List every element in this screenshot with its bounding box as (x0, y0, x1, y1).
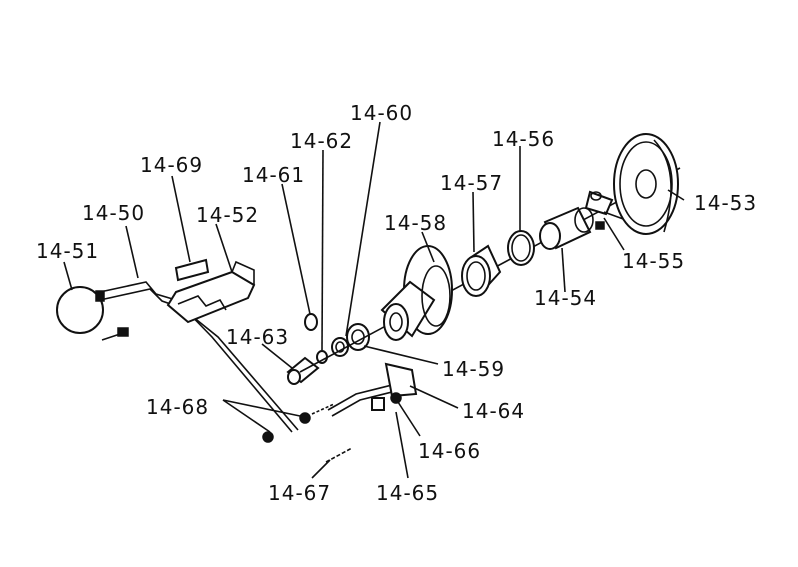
label-14-58: 14-58 (384, 211, 447, 235)
leader-lines (63, 121, 685, 479)
label-14-62: 14-62 (290, 129, 353, 153)
label-14-69: 14-69 (140, 153, 203, 177)
clip-14-61 (304, 313, 318, 331)
bolt-14-65 (371, 397, 385, 411)
label-14-65: 14-65 (376, 481, 439, 505)
knob-14-51 (56, 286, 104, 334)
label-plate-14-69 (174, 258, 210, 282)
label-14-52: 14-52 (196, 203, 259, 227)
bracket-14-64 (327, 362, 418, 417)
label-14-59: 14-59 (442, 357, 505, 381)
label-14-63: 14-63 (226, 325, 289, 349)
rod-14-67 (325, 447, 353, 463)
label-14-68: 14-68 (146, 395, 209, 419)
label-14-56: 14-56 (492, 127, 555, 151)
label-14-51: 14-51 (36, 239, 99, 263)
nut-14-66 (390, 392, 402, 404)
label-14-53: 14-53 (694, 191, 757, 215)
label-14-50: 14-50 (82, 201, 145, 225)
nuts-14-68 (262, 403, 335, 443)
label-14-57: 14-57 (440, 171, 503, 195)
label-14-55: 14-55 (622, 249, 685, 273)
label-14-66: 14-66 (418, 439, 481, 463)
bolt-left (101, 327, 129, 341)
label-14-54: 14-54 (534, 286, 597, 310)
snap-ring-14-56 (507, 230, 535, 266)
flywheel-14-53 (613, 133, 679, 235)
label-14-64: 14-64 (462, 399, 525, 423)
label-14-60: 14-60 (350, 101, 413, 125)
pulley-hub-14-58 (380, 245, 453, 341)
retainer-14-55 (584, 190, 627, 230)
label-14-61: 14-61 (242, 163, 305, 187)
sleeve-14-57 (461, 244, 502, 297)
label-14-67: 14-67 (268, 481, 331, 505)
bushing-14-54 (539, 206, 594, 250)
gate-plate-14-52 (166, 260, 256, 324)
